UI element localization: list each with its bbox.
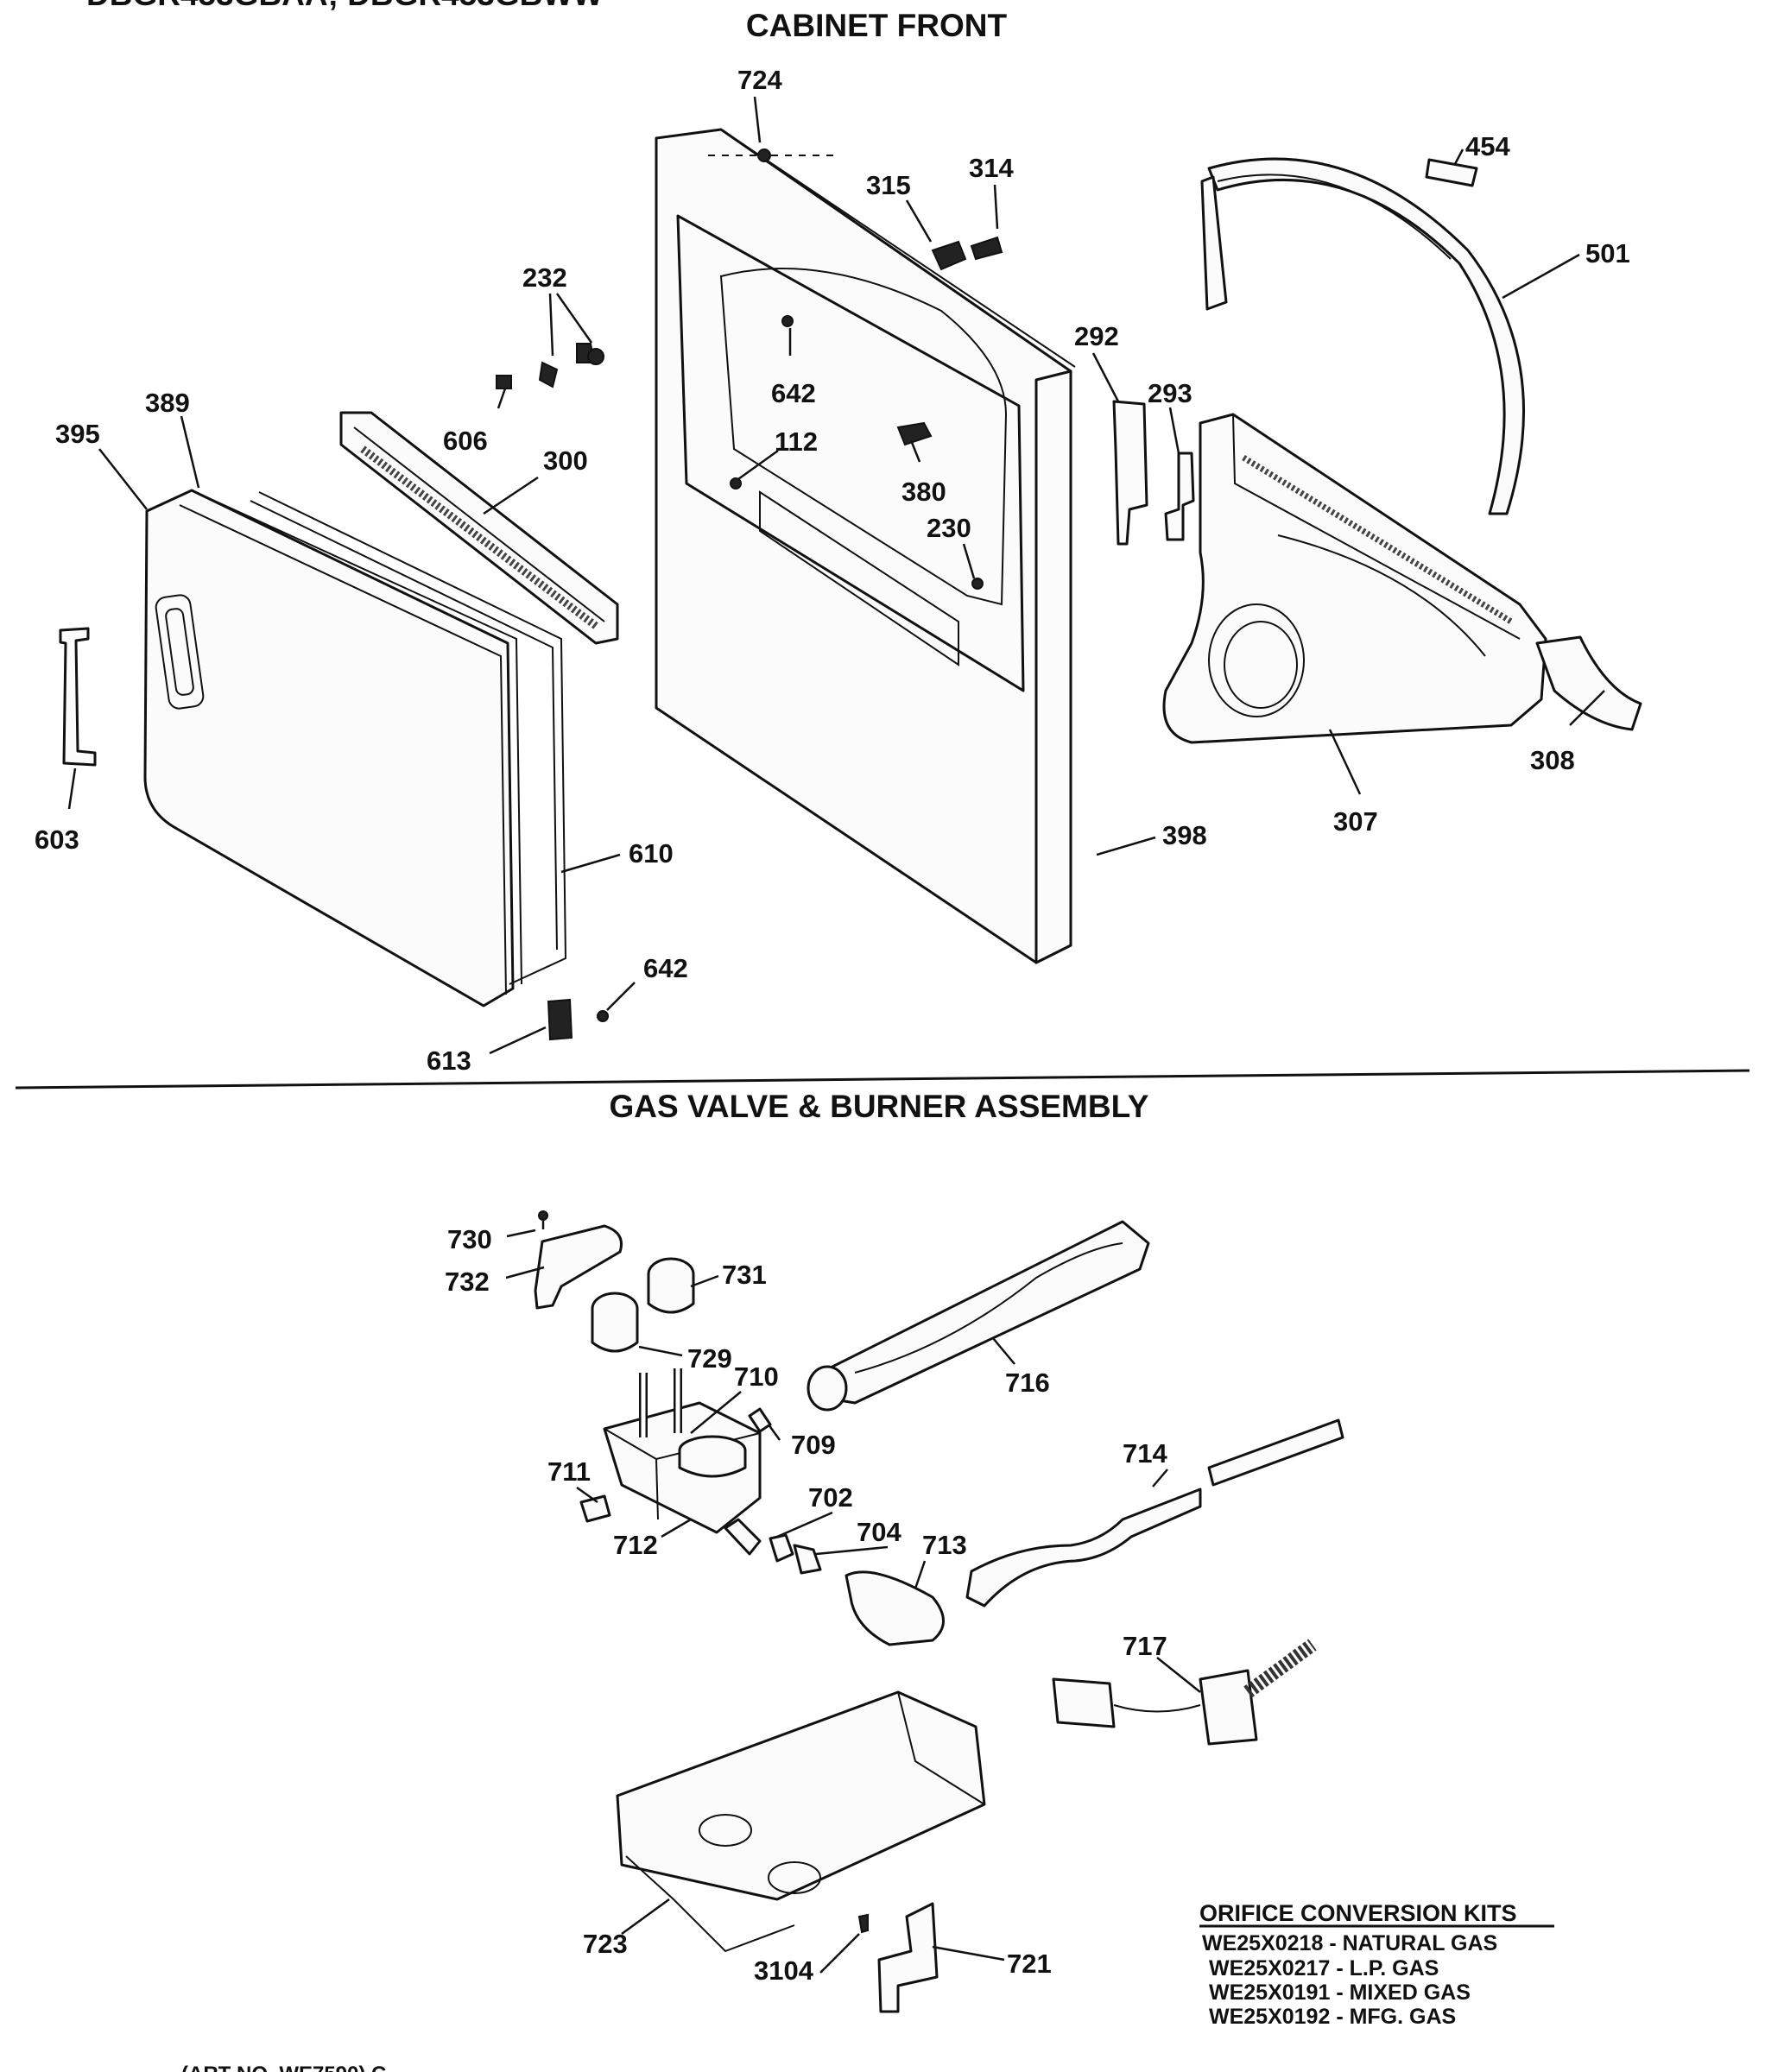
callout-729: 729 xyxy=(687,1343,732,1374)
hardware-drawing xyxy=(496,148,1003,1041)
callout-603: 603 xyxy=(35,824,79,855)
orifice-kit-row: WE25X0191 - MIXED GAS xyxy=(1209,1980,1471,2005)
callout-724: 724 xyxy=(737,65,782,95)
gas-valve-drawings xyxy=(534,1210,1344,2013)
callout-716: 716 xyxy=(1005,1368,1050,1398)
callout-709: 709 xyxy=(791,1430,836,1460)
callout-501: 501 xyxy=(1585,238,1630,268)
callout-380: 380 xyxy=(901,477,946,507)
orifice-kit-row: WE25X0218 - NATURAL GAS xyxy=(1202,1931,1497,1955)
callout-704: 704 xyxy=(857,1517,901,1547)
callouts-cabinet-front: 724 315 314 454 501 232 642 292 293 389 … xyxy=(35,65,1630,1076)
callout-642-upper: 642 xyxy=(771,378,816,408)
callout-732: 732 xyxy=(445,1267,490,1297)
orifice-kit-row: WE25X0217 - L.P. GAS xyxy=(1209,1956,1439,1980)
callout-610: 610 xyxy=(629,838,674,869)
callout-3104: 3104 xyxy=(754,1955,814,1986)
callout-307: 307 xyxy=(1333,806,1378,837)
callout-398: 398 xyxy=(1162,820,1207,850)
callout-112: 112 xyxy=(775,426,818,457)
art-number-footer: (ART NO. WE7590) C xyxy=(181,2063,386,2072)
callout-714: 714 xyxy=(1123,1438,1167,1469)
callout-308: 308 xyxy=(1530,745,1575,775)
callout-232: 232 xyxy=(522,262,567,293)
orifice-kit-row: WE25X0192 - MFG. GAS xyxy=(1209,2005,1456,2029)
door-handle-drawing xyxy=(59,627,97,767)
leader-lines xyxy=(67,96,1605,1974)
blower-housing-ring-drawing xyxy=(1200,157,1525,515)
callout-314: 314 xyxy=(969,153,1014,183)
callout-730: 730 xyxy=(447,1224,492,1254)
header-model-fragment: DBGR453GBAA; DBGR453GBWW xyxy=(86,0,603,12)
callout-315: 315 xyxy=(866,170,911,200)
callout-293: 293 xyxy=(1148,378,1192,408)
callout-230: 230 xyxy=(927,513,971,543)
callout-389: 389 xyxy=(145,388,190,418)
bracket-292-293-drawing xyxy=(1112,400,1195,546)
cabinet-front-title: CABINET FRONT xyxy=(746,8,1008,43)
callouts-gas-valve: 730 732 731 729 710 716 709 714 711 702 … xyxy=(445,1224,1167,1986)
section-divider xyxy=(15,1069,1750,1090)
callout-712: 712 xyxy=(613,1530,658,1560)
callout-713: 713 xyxy=(922,1530,967,1560)
callout-702: 702 xyxy=(808,1482,853,1513)
callout-606: 606 xyxy=(443,426,488,456)
orifice-kits-heading: ORIFICE CONVERSION KITS xyxy=(1199,1900,1517,1926)
gas-valve-title: GAS VALVE & BURNER ASSEMBLY xyxy=(610,1089,1149,1124)
callout-731: 731 xyxy=(722,1260,767,1290)
callout-710: 710 xyxy=(734,1361,779,1392)
duct-assembly-drawing xyxy=(1162,413,1642,744)
cabinet-front-panel-drawing xyxy=(655,128,1076,964)
callout-723: 723 xyxy=(583,1929,628,1959)
callout-717: 717 xyxy=(1123,1631,1167,1661)
callout-395: 395 xyxy=(55,419,100,449)
callout-300: 300 xyxy=(543,445,588,476)
callout-721: 721 xyxy=(1007,1949,1052,1979)
callout-454: 454 xyxy=(1465,131,1510,161)
callout-613: 613 xyxy=(427,1045,471,1076)
orifice-conversion-kits-table: ORIFICE CONVERSION KITS WE25X0218 - NATU… xyxy=(1199,1900,1554,2029)
door-assembly-drawing xyxy=(143,489,567,1008)
door-inner-panel-drawing xyxy=(339,411,619,645)
callout-292: 292 xyxy=(1074,321,1119,351)
callout-642-lower: 642 xyxy=(643,953,688,983)
callout-711: 711 xyxy=(547,1456,591,1487)
